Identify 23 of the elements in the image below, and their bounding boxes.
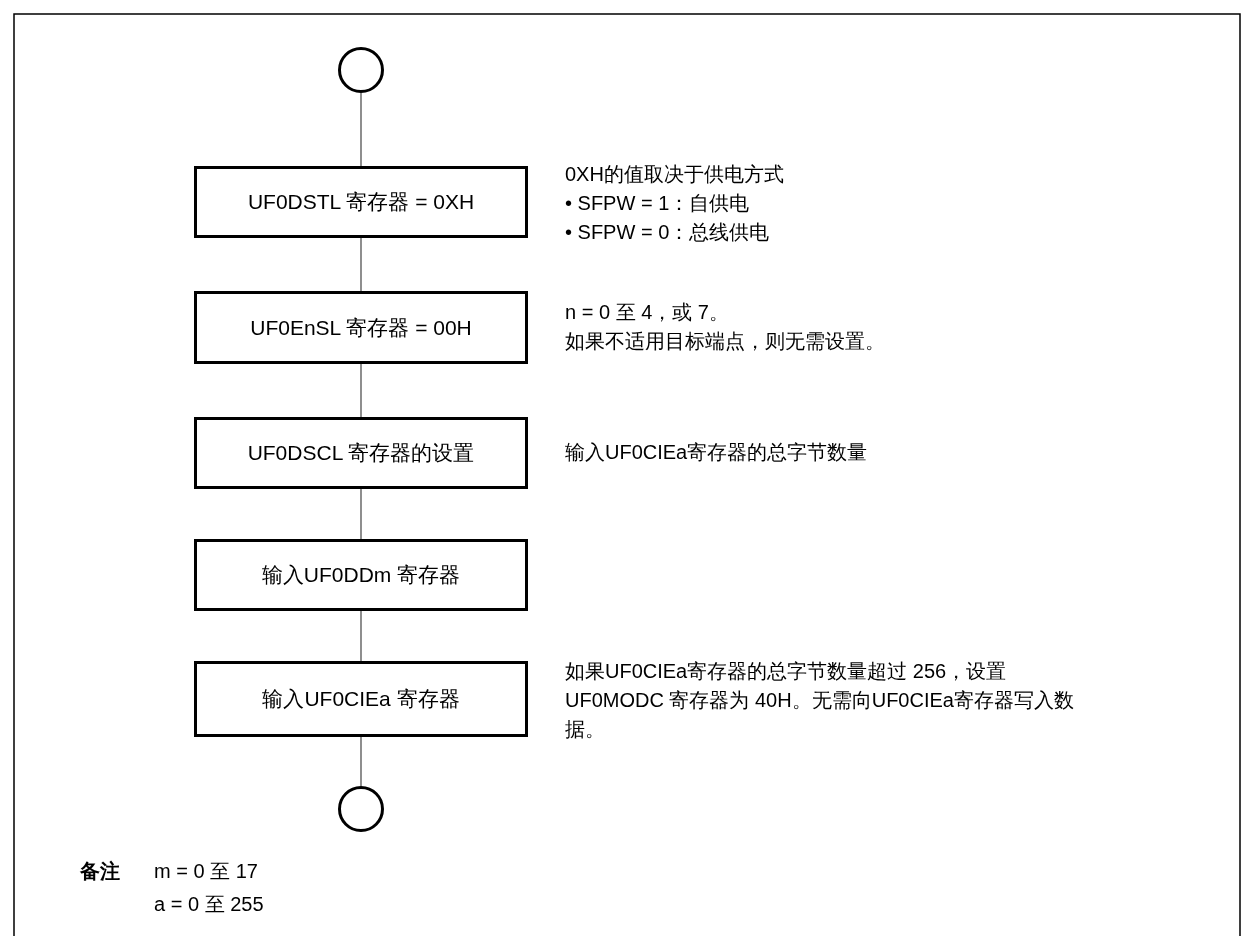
connector-line: [360, 92, 362, 167]
note-text: 输入UF0CIEa寄存器的总字节数量: [565, 440, 869, 465]
remark-text: m = 0 至 17: [154, 859, 258, 884]
process-box: UF0DSTL 寄存器 = 0XH: [194, 166, 528, 238]
terminal-circle: [338, 786, 384, 832]
note-text: • SFPW = 0：总线供电: [565, 220, 771, 245]
process-box: UF0EnSL 寄存器 = 00H: [194, 291, 528, 364]
note-text: n = 0 至 4，或 7。: [565, 300, 730, 325]
note-text: 如果不适用目标端点，则无需设置。: [565, 329, 886, 354]
remark-heading: 备注: [80, 859, 120, 884]
connector-line: [360, 488, 362, 540]
connector-line: [360, 237, 362, 292]
terminal-circle: [338, 47, 384, 93]
note-text: 如果UF0CIEa寄存器的总字节数量超过 256，设置UF0MODC 寄存器为 40H。无需向UF0CIEa寄存器写入数据。: [565, 659, 1075, 742]
process-box: 输入UF0DDm 寄存器: [194, 539, 528, 611]
process-box: 输入UF0CIEa 寄存器: [194, 661, 528, 737]
remark-text: a = 0 至 255: [154, 892, 264, 917]
connector-line: [360, 610, 362, 662]
connector-line: [360, 363, 362, 418]
note-text: • SFPW = 1：自供电: [565, 191, 751, 216]
note-text: 0XH的值取决于供电方式: [565, 162, 785, 187]
connector-line: [360, 736, 362, 787]
process-box: UF0DSCL 寄存器的设置: [194, 417, 528, 489]
